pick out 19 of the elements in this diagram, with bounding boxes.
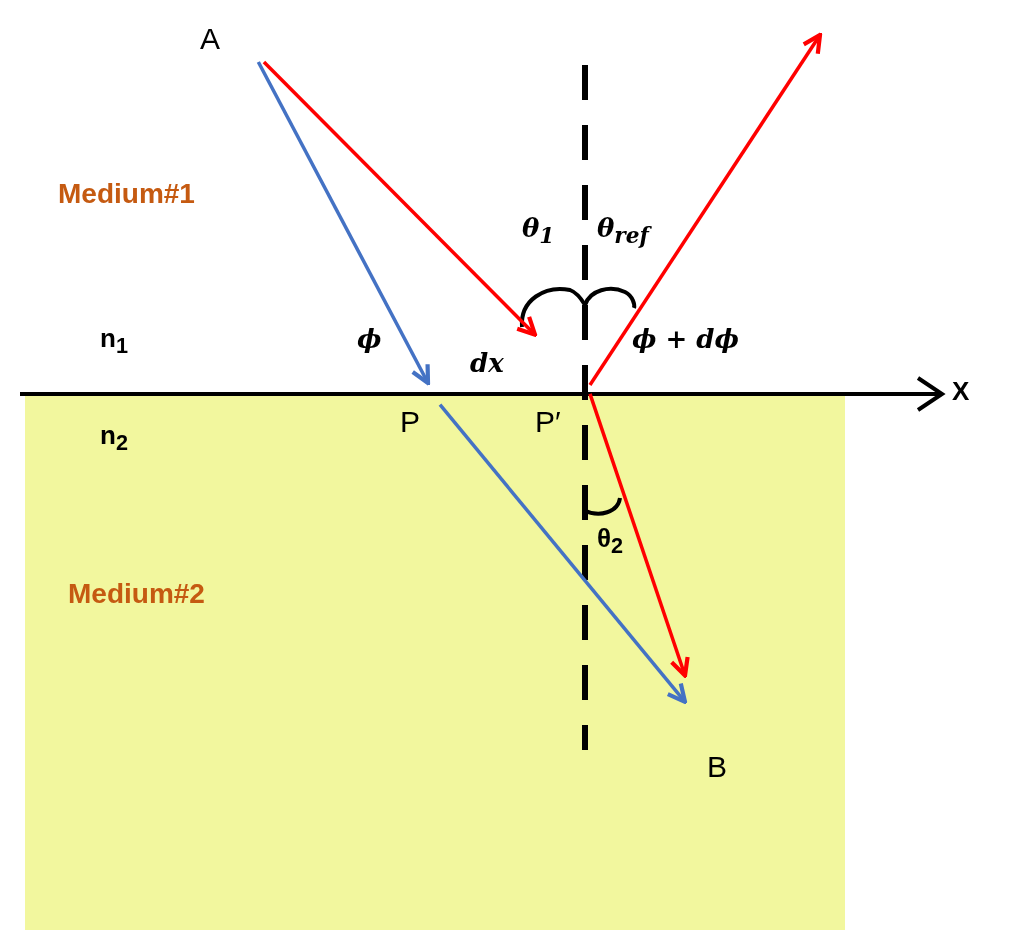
angle-label: θ$_{1}$ xyxy=(522,215,555,247)
point-label: A xyxy=(200,24,220,54)
phase-label: ϕ + dϕ xyxy=(632,326,740,352)
light-ray-arrow xyxy=(438,403,688,704)
light-ray-arrow xyxy=(588,393,690,678)
light-ray-arrow xyxy=(588,32,823,386)
point-label: B xyxy=(707,752,727,782)
axis-label: X xyxy=(952,378,970,404)
refractive-index-label: n$_{1}$ xyxy=(100,325,128,357)
light-ray-arrow xyxy=(256,61,431,386)
medium-label: Medium#1 xyxy=(58,180,195,208)
refractive-index-label: n$_{2}$ xyxy=(100,422,128,454)
point-label: P′ xyxy=(535,407,561,437)
angle-label: θ$_{2}$ xyxy=(597,525,624,557)
distance-label: dx xyxy=(470,350,504,376)
light-ray-arrow xyxy=(262,60,538,337)
point-label: P xyxy=(400,407,420,437)
medium-label: Medium#2 xyxy=(68,580,205,608)
phase-label: ϕ xyxy=(357,326,382,352)
